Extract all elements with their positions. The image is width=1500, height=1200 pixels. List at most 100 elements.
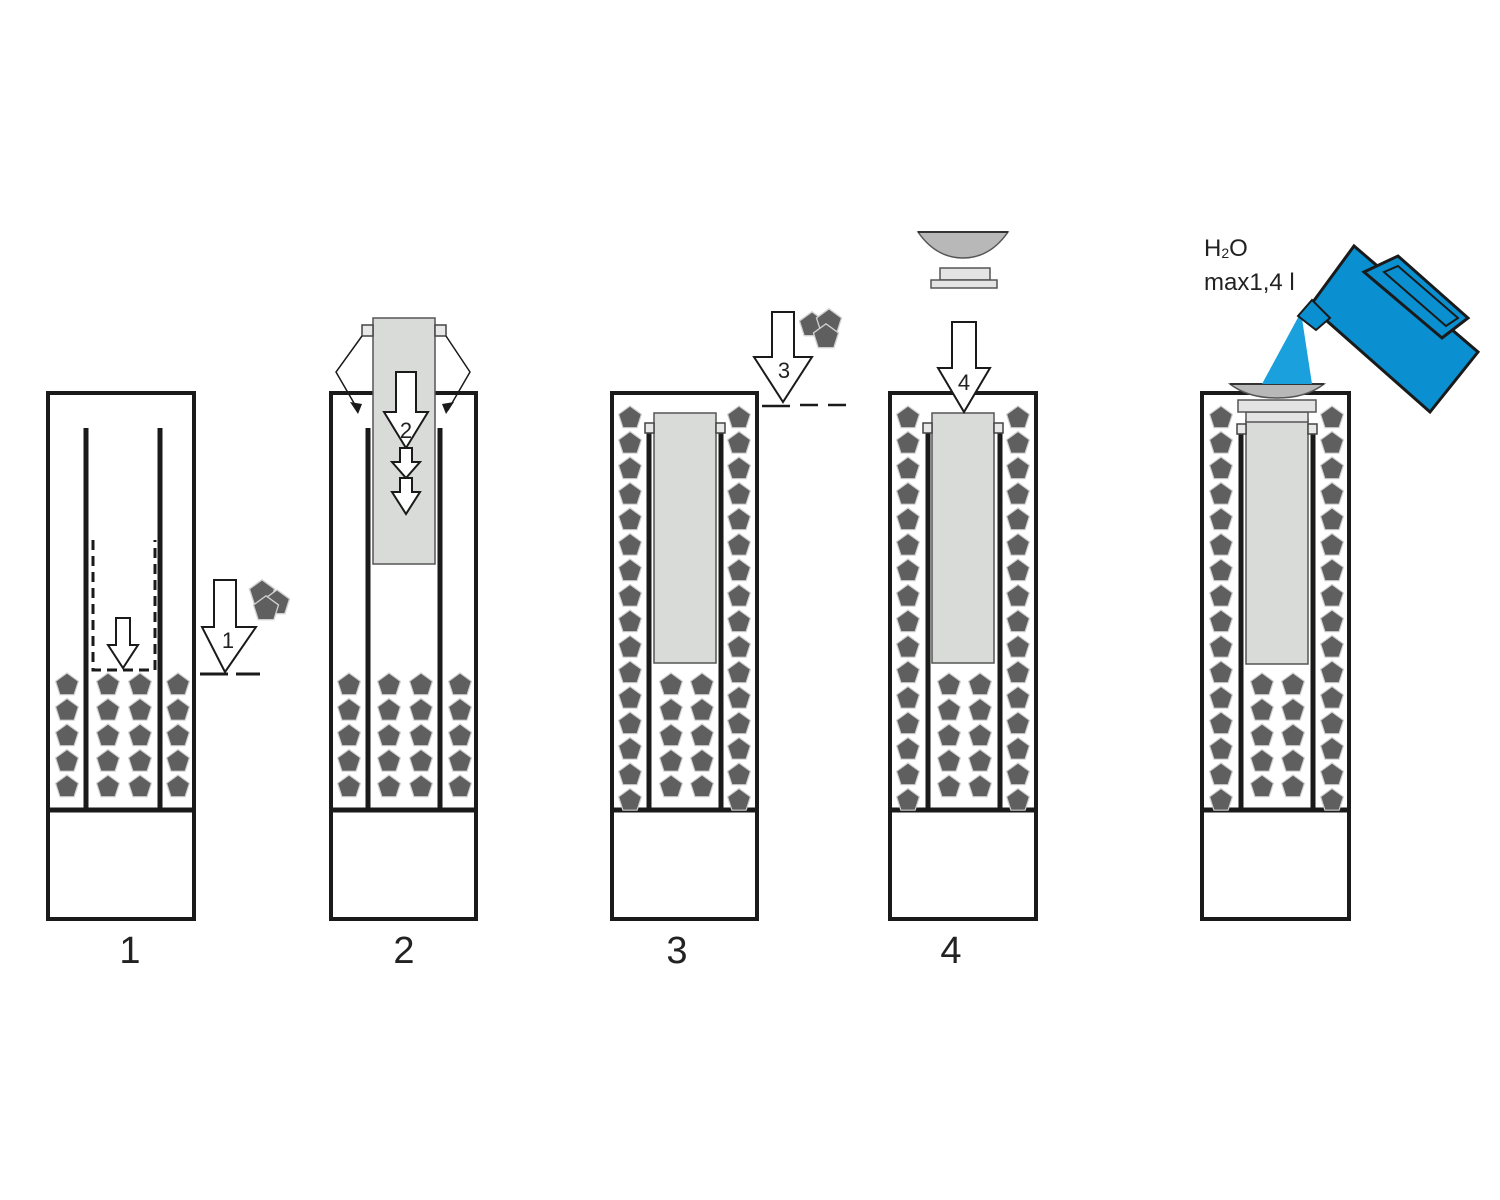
stone-icon bbox=[726, 481, 752, 505]
stone-icon bbox=[895, 481, 921, 505]
pour-arrow-label: 3 bbox=[778, 358, 790, 383]
cartridge-tab-left bbox=[361, 324, 374, 337]
stone-fill-inner bbox=[936, 672, 993, 798]
stone-icon bbox=[895, 787, 921, 811]
stone-icon bbox=[967, 672, 993, 696]
stone-icon bbox=[1208, 532, 1234, 556]
stone-icon bbox=[166, 723, 190, 747]
stone-icon bbox=[166, 748, 190, 772]
stone-icon bbox=[895, 532, 921, 556]
stone-icon bbox=[689, 748, 715, 772]
stone-icon bbox=[617, 609, 643, 633]
step-1-panel: 1 1 bbox=[46, 391, 291, 972]
guide-arrow-right bbox=[445, 335, 471, 411]
pour-arrow bbox=[752, 311, 814, 404]
stone-icon bbox=[409, 748, 433, 772]
stone-icon bbox=[895, 660, 921, 684]
stone-icon bbox=[1319, 634, 1345, 658]
stone-icon bbox=[1319, 736, 1345, 760]
stone-icon bbox=[1208, 507, 1234, 531]
stone-icon bbox=[1005, 660, 1031, 684]
stone-icon bbox=[1005, 736, 1031, 760]
stone-icon bbox=[617, 481, 643, 505]
fill-level-line bbox=[762, 403, 846, 408]
stone-icon bbox=[1319, 481, 1345, 505]
stone-icon bbox=[726, 430, 752, 454]
stone-icon bbox=[1005, 583, 1031, 607]
stone-icon bbox=[1319, 507, 1345, 531]
stone-icon bbox=[936, 723, 962, 747]
stone-icon bbox=[448, 774, 472, 798]
stone-icon bbox=[967, 774, 993, 798]
stone-icon bbox=[377, 748, 401, 772]
stone-icon bbox=[936, 697, 962, 721]
stone-icon bbox=[936, 672, 962, 696]
stone-icon bbox=[337, 774, 361, 798]
stone-icon bbox=[1249, 723, 1275, 747]
step-2-panel: 2 2 bbox=[329, 317, 478, 972]
stone-fill bbox=[54, 672, 190, 798]
stone-icon bbox=[54, 672, 80, 696]
stone-icon bbox=[726, 685, 752, 709]
cartridge bbox=[1245, 419, 1309, 665]
stone-icon bbox=[377, 723, 401, 747]
stone-icon bbox=[1319, 532, 1345, 556]
stone-icon bbox=[1208, 660, 1234, 684]
stone-icon bbox=[617, 787, 643, 811]
step-caption: 2 bbox=[393, 930, 414, 972]
stone-icon bbox=[1208, 787, 1234, 811]
kettle-icon bbox=[1296, 243, 1481, 415]
down-arrow-icon bbox=[106, 617, 140, 670]
stone-icon bbox=[54, 774, 80, 798]
stone-pile-icon bbox=[798, 308, 843, 349]
stone-icon bbox=[895, 405, 921, 429]
stone-icon bbox=[54, 723, 80, 747]
stone-icon bbox=[448, 672, 472, 696]
stone-icon bbox=[726, 405, 752, 429]
stone-icon bbox=[726, 787, 752, 811]
stone-icon bbox=[377, 697, 401, 721]
stone-icon bbox=[726, 609, 752, 633]
stone-icon bbox=[1319, 787, 1345, 811]
stone-icon bbox=[617, 762, 643, 786]
stone-icon bbox=[1280, 672, 1306, 696]
stone-icon bbox=[448, 748, 472, 772]
step-caption: 1 bbox=[119, 930, 140, 972]
stopper-icon bbox=[1237, 399, 1317, 423]
stone-icon bbox=[617, 507, 643, 531]
stone-icon bbox=[617, 430, 643, 454]
stone-icon bbox=[726, 583, 752, 607]
stone-icon bbox=[658, 774, 684, 798]
step-5-panel: H2O max1,4 l bbox=[1200, 235, 1481, 921]
stone-icon bbox=[967, 723, 993, 747]
water-stream bbox=[1262, 312, 1312, 384]
close-arrow-label: 4 bbox=[958, 370, 970, 395]
stone-icon bbox=[895, 685, 921, 709]
pour-arrow bbox=[200, 579, 258, 674]
stone-icon bbox=[166, 672, 190, 696]
stone-icon bbox=[895, 609, 921, 633]
stone-icon bbox=[895, 507, 921, 531]
stone-icon bbox=[617, 456, 643, 480]
stone-fill-inner bbox=[1249, 672, 1306, 798]
stone-icon bbox=[1208, 634, 1234, 658]
stone-icon bbox=[1208, 430, 1234, 454]
stone-icon bbox=[1208, 583, 1234, 607]
down-arrow-icon bbox=[389, 447, 423, 480]
stone-icon bbox=[936, 774, 962, 798]
lid-icon bbox=[916, 231, 1010, 259]
container-outline bbox=[46, 391, 196, 921]
stone-pile-icon bbox=[248, 579, 291, 621]
water-formula: H2O bbox=[1204, 235, 1248, 262]
stone-icon bbox=[1319, 583, 1345, 607]
stone-icon bbox=[1005, 507, 1031, 531]
stone-icon bbox=[726, 532, 752, 556]
stone-icon bbox=[1280, 697, 1306, 721]
stone-fill bbox=[337, 672, 472, 798]
stone-icon bbox=[617, 685, 643, 709]
cartridge bbox=[931, 412, 995, 664]
stone-icon bbox=[166, 774, 190, 798]
stone-icon bbox=[726, 507, 752, 531]
water-amount: max1,4 l bbox=[1204, 269, 1295, 296]
